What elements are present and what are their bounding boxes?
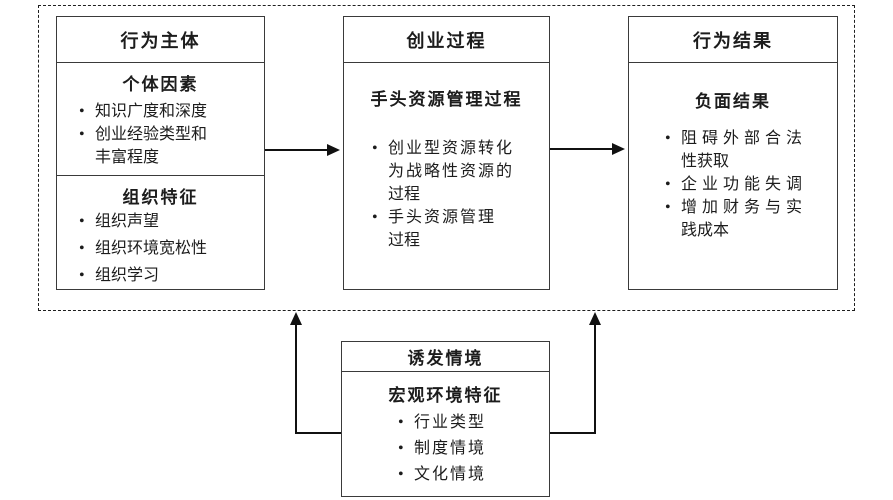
box-body: 手头资源管理过程 • 创业型资源转化 为战略性资源的 过程 • 手头资源管理 过… xyxy=(344,63,549,289)
bullet-dot: • xyxy=(372,140,378,157)
box-entrepreneurial-process: 创业过程 手头资源管理过程 • 创业型资源转化 为战略性资源的 过程 • 手头资… xyxy=(343,16,550,290)
bullet-dot: • xyxy=(79,103,85,120)
bullet-dot: • xyxy=(79,240,85,257)
bullet-dot: • xyxy=(79,213,85,230)
list-item-text: 创业经验类型和 xyxy=(95,126,208,143)
arrow-line xyxy=(295,324,297,434)
box-behavior-subject: 行为主体 个体因素 • 知识广度和深度 • 创业经验类型和 丰富程度 组织特征 xyxy=(56,16,265,290)
list-item: • 行业类型 xyxy=(398,410,549,436)
list-item-text: 为战略性资源的 xyxy=(388,163,515,180)
list-item-text: 组织声望 xyxy=(95,213,160,230)
list-item-text: 阻碍外部合法 xyxy=(681,130,808,147)
arrow-line xyxy=(265,149,328,151)
list-item-text: 过程 xyxy=(388,232,421,249)
arrow-line xyxy=(296,432,341,434)
bullet-dot: • xyxy=(79,126,85,143)
list-item: • 文化情境 xyxy=(398,462,549,488)
list-item-text: 组织环境宽松性 xyxy=(95,240,208,257)
list-item: • 组织声望 xyxy=(79,208,264,235)
list-item: • 阻碍外部合法 性获取 xyxy=(665,127,837,173)
section-title: 手头资源管理过程 xyxy=(370,90,523,109)
bullet-dot: • xyxy=(398,414,404,431)
arrow-line xyxy=(594,324,596,434)
list-item: • 增加财务与实 践成本 xyxy=(665,196,837,242)
list-item: • 手头资源管理 过程 xyxy=(372,206,549,252)
box-behavior-outcome: 行为结果 负面结果 • 阻碍外部合法 性获取 • 企业功能失调 • xyxy=(628,16,838,290)
list-item: • 组织环境宽松性 xyxy=(79,235,264,262)
bullet-dot: • xyxy=(372,209,378,226)
section-title: 个体因素 xyxy=(122,75,199,94)
list-item-text: 制度情境 xyxy=(414,440,487,457)
list-item-text: 践成本 xyxy=(681,222,730,239)
list-item-text: 组织学习 xyxy=(95,267,160,284)
box-body: 负面结果 • 阻碍外部合法 性获取 • 企业功能失调 • 增加财务与实 xyxy=(629,63,837,289)
arrow-line xyxy=(550,432,595,434)
box-behavior-subject-header: 行为主体 xyxy=(57,17,264,63)
list-item-text: 知识广度和深度 xyxy=(95,103,208,120)
arrow-head-right-icon xyxy=(612,142,625,155)
section-title: 负面结果 xyxy=(695,92,771,111)
list-item-text: 性获取 xyxy=(681,153,730,170)
box-behavior-outcome-header: 行为结果 xyxy=(629,17,837,63)
box-triggering-context: 诱发情境 宏观环境特征 • 行业类型 • 制度情境 • 文化情境 xyxy=(341,341,550,497)
list-item-text: 增加财务与实 xyxy=(681,199,808,216)
section-title: 组织特征 xyxy=(122,188,199,207)
bullet-dot: • xyxy=(79,267,85,284)
section-individual-factors: 个体因素 • 知识广度和深度 • 创业经验类型和 丰富程度 xyxy=(57,63,264,176)
arrow-head-up-icon xyxy=(588,312,601,325)
list-item: • 创业经验类型和 丰富程度 xyxy=(79,123,264,169)
list-item-text: 文化情境 xyxy=(414,466,487,483)
bullet-dot: • xyxy=(665,199,671,216)
list-item: • 创业型资源转化 为战略性资源的 过程 xyxy=(372,137,549,206)
list-item: • 知识广度和深度 xyxy=(79,100,264,123)
bullet-dot: • xyxy=(665,176,671,193)
section-title: 宏观环境特征 xyxy=(388,386,503,405)
list-item-text: 行业类型 xyxy=(414,414,487,431)
list-item: • 企业功能失调 xyxy=(665,173,837,196)
bullet-dot: • xyxy=(665,130,671,147)
list-item-text: 丰富程度 xyxy=(95,149,160,166)
list-item-text: 手头资源管理 xyxy=(388,209,497,226)
bullet-dot: • xyxy=(398,440,404,457)
list-item: • 组织学习 xyxy=(79,262,264,289)
dashed-boundary xyxy=(38,5,855,311)
arrow-head-right-icon xyxy=(327,143,340,156)
bullet-dot: • xyxy=(398,466,404,483)
list-item-text: 企业功能失调 xyxy=(681,176,808,193)
box-triggering-context-header: 诱发情境 xyxy=(342,342,549,372)
box-body: 宏观环境特征 • 行业类型 • 制度情境 • 文化情境 xyxy=(342,372,549,496)
arrow-head-up-icon xyxy=(289,312,302,325)
box-entrepreneurial-process-header: 创业过程 xyxy=(344,17,549,63)
arrow-line xyxy=(550,148,613,150)
list-item-text: 创业型资源转化 xyxy=(388,140,515,157)
section-organizational-characteristics: 组织特征 • 组织声望 • 组织环境宽松性 • 组织学习 xyxy=(57,176,264,289)
list-item: • 制度情境 xyxy=(398,436,549,462)
list-item-text: 过程 xyxy=(388,186,421,203)
